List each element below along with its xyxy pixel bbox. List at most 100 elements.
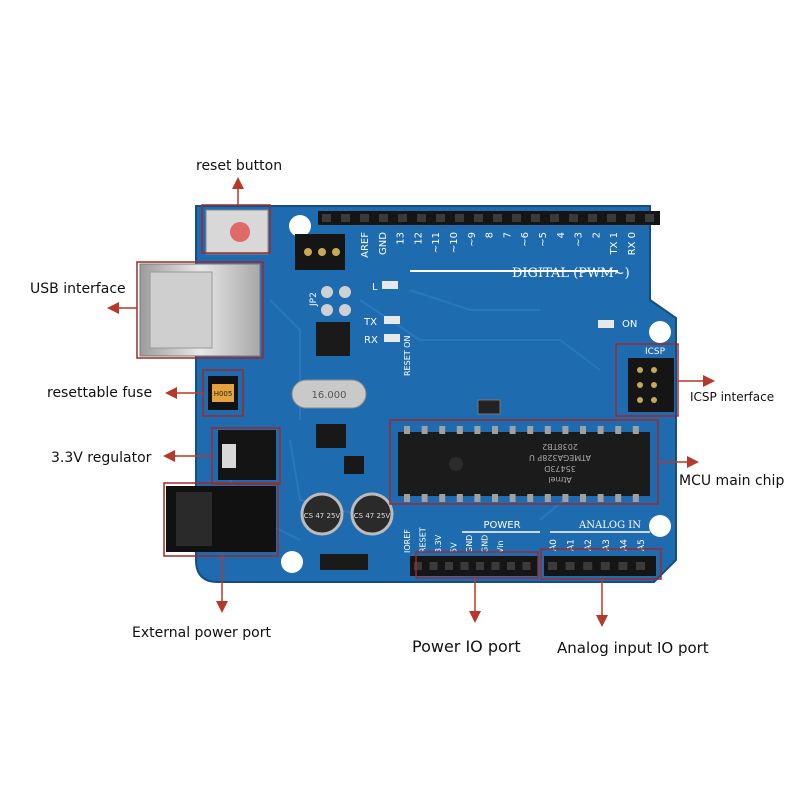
mcu-pin xyxy=(580,426,586,434)
mcu-pin xyxy=(421,494,428,502)
mcu-pin xyxy=(580,494,586,502)
led-rx-label: RX xyxy=(364,335,378,346)
analog-pin-label: A4 xyxy=(619,539,629,551)
mcu-pin xyxy=(615,494,622,502)
capacitor: CS 47 25V xyxy=(300,492,344,536)
digital-pin-label: AREF xyxy=(360,232,371,258)
mcu-pin xyxy=(632,494,639,502)
mcu-pin xyxy=(474,494,481,502)
svg-text:CS 47 25V: CS 47 25V xyxy=(354,512,391,520)
callout-power-io-port: Power IO port xyxy=(412,637,521,656)
led-rx xyxy=(384,334,400,342)
usb-controller-chip xyxy=(316,322,350,356)
power-pin-hole xyxy=(460,562,469,570)
mcu-pin xyxy=(404,426,410,434)
digital-pin-hole xyxy=(512,214,521,222)
mcu-pin xyxy=(492,494,498,502)
digital-pin-label: ~5 xyxy=(538,232,549,247)
analog-pin-hole xyxy=(618,562,628,570)
led-l xyxy=(382,281,398,289)
mcu-pin xyxy=(439,426,446,434)
crystal-label: 16.000 xyxy=(312,390,347,401)
jp2-pad xyxy=(339,304,351,316)
callout-usb-interface: USB interface xyxy=(30,281,126,297)
jp2-pad xyxy=(339,286,351,298)
power-pin-label: RESET xyxy=(419,527,428,553)
digital-pin-label: ~9 xyxy=(467,232,478,247)
analog-callout-box xyxy=(540,548,662,580)
mcu-pin xyxy=(632,426,639,434)
mcu-pin xyxy=(404,494,410,502)
mount-hole xyxy=(649,515,671,537)
mcu-pin xyxy=(474,426,481,434)
callout-mcu-main-chip: MCU main chip xyxy=(679,473,785,489)
digital-pin-hole xyxy=(645,214,654,222)
small-ic xyxy=(316,424,346,448)
callout-analog-input-io-port: Analog input IO port xyxy=(557,639,709,657)
analog-pin-label: A2 xyxy=(584,539,594,551)
svg-text:CS 47 25V: CS 47 25V xyxy=(304,512,341,520)
digital-pin-label: 13 xyxy=(396,232,407,245)
digital-pin-hole xyxy=(455,214,464,222)
digital-pin-hole xyxy=(550,214,559,222)
mcu-pin xyxy=(439,494,446,502)
mcu-marking-line: 35473D xyxy=(544,464,576,473)
mcu-pin xyxy=(527,494,534,502)
callout-external-power-port: External power port xyxy=(132,625,271,641)
digital-pin-label: 4 xyxy=(556,232,567,238)
analog-pin-label: A0 xyxy=(549,539,559,551)
power-pin-hole xyxy=(445,562,453,570)
power-pin-hole xyxy=(522,562,531,570)
digital-pin-label: 7 xyxy=(502,232,513,238)
digital-pin-hole xyxy=(569,214,578,222)
fuse-label: H005 xyxy=(214,390,233,398)
callout-resettable-fuse: resettable fuse xyxy=(47,385,153,401)
mcu-pin xyxy=(421,426,428,434)
analog-pin-hole xyxy=(636,562,645,570)
analog-pin-label: A5 xyxy=(637,539,647,551)
power-pin-label: Vin xyxy=(496,540,505,553)
digital-pin-label: ~10 xyxy=(449,232,460,253)
digital-pin-hole xyxy=(493,214,502,222)
digital-pin-hole xyxy=(436,214,445,222)
digital-pin-label: TX 1 xyxy=(609,232,620,256)
led-on-label: ON xyxy=(622,319,637,330)
diode xyxy=(320,554,368,570)
mount-hole xyxy=(281,551,303,573)
led-tx xyxy=(384,316,400,324)
power-pin-hole xyxy=(507,562,515,570)
led-on xyxy=(598,320,614,328)
digital-header xyxy=(318,211,660,225)
mcu-pin xyxy=(562,494,569,502)
mcu-pin xyxy=(456,494,463,502)
led-tx-label: TX xyxy=(363,317,377,328)
digital-pin-hole xyxy=(398,214,407,222)
power-pin-label: 3.3V xyxy=(434,534,443,553)
mcu-pin xyxy=(527,426,534,434)
power-pin-hole xyxy=(491,562,500,570)
usb-port-inner xyxy=(149,271,213,349)
power-pin-label: GND xyxy=(465,535,474,553)
usb-callout-box xyxy=(136,261,264,359)
jp2-label: JP2 xyxy=(309,292,319,307)
icsp-callout-box xyxy=(615,343,679,417)
mcu-pin xyxy=(562,426,569,434)
digital-pin-hole xyxy=(360,214,369,222)
digital-pin-label: 12 xyxy=(413,232,424,245)
mcu-pin xyxy=(544,426,551,434)
mcu-pin xyxy=(509,426,516,434)
jp2-pad xyxy=(321,304,333,316)
callout-3v3-regulator: 3.3V regulator xyxy=(51,450,152,466)
mcu-pin xyxy=(597,426,604,434)
power-pin-hole xyxy=(414,562,422,570)
power-label: POWER xyxy=(483,520,520,531)
mcu-marking-line: 2038TB2 xyxy=(542,442,578,451)
dc-jack-callout-box xyxy=(163,482,279,557)
analog-pin-hole xyxy=(565,562,575,570)
reset-button-cap xyxy=(230,222,250,242)
analog-header xyxy=(544,556,656,576)
digital-pin-hole xyxy=(607,214,616,222)
digital-pin-hole xyxy=(474,214,483,222)
